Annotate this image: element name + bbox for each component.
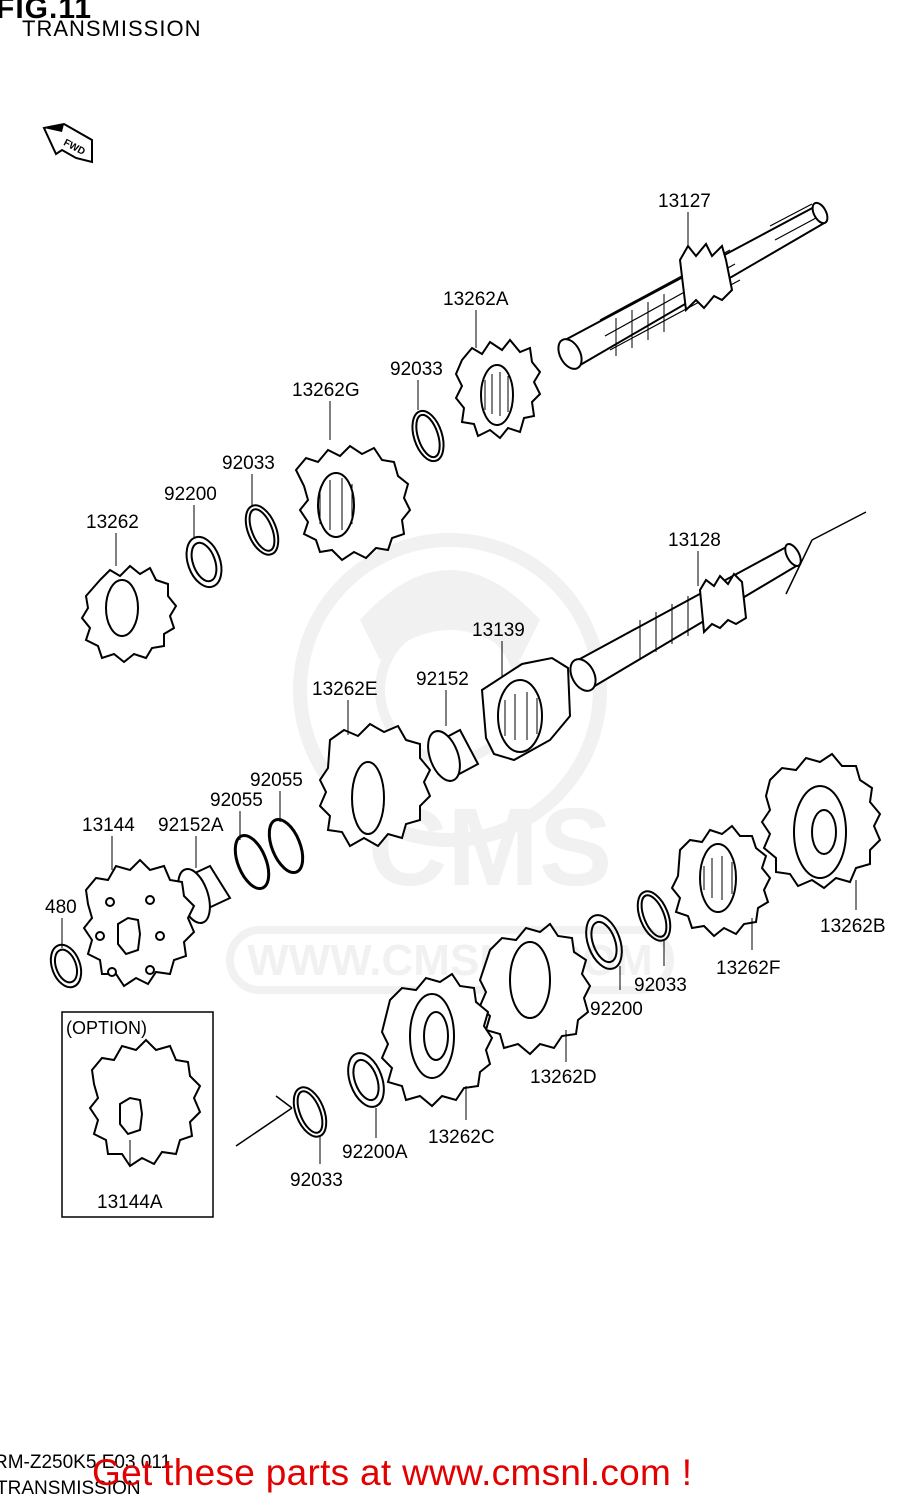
label-13139: 13139	[472, 620, 525, 641]
drive-shaft-13128	[569, 511, 867, 692]
label-13262A: 13262A	[443, 289, 509, 310]
option-label: (OPTION)	[66, 1018, 147, 1038]
label-13262F: 13262F	[716, 958, 780, 979]
gear-13262A	[454, 338, 542, 440]
part-labels: 13127 13262A 92033 13262G 92033 92200 13…	[45, 191, 886, 1191]
label-92152A: 92152A	[158, 815, 224, 836]
bushing-92152	[427, 728, 480, 782]
circlip-92033-b	[244, 504, 280, 556]
label-13144: 13144	[82, 815, 135, 836]
main-shaft-13127	[557, 201, 829, 370]
washer-92200	[185, 535, 223, 589]
diagram-code: RM-Z250K5 E03 011	[0, 1452, 172, 1473]
figure-number: FIG.11	[0, 0, 93, 25]
o-ring-92055-b	[267, 818, 305, 874]
gear-13139	[480, 656, 572, 762]
option-part-label: 13144A	[97, 1192, 163, 1213]
label-92200-b: 92200	[590, 999, 643, 1020]
label-92033-d: 92033	[290, 1170, 343, 1191]
label-13128: 13128	[668, 530, 721, 551]
gear-13262C	[380, 972, 494, 1108]
label-92033-b: 92033	[222, 453, 275, 474]
fwd-arrow-icon: FWD	[42, 122, 93, 164]
figure-subtitle: TRANSMISSION	[22, 16, 202, 41]
gear-13262E	[318, 722, 432, 848]
label-92200: 92200	[164, 484, 217, 505]
sprocket-13144A	[88, 1038, 202, 1168]
label-13262B: 13262B	[820, 916, 886, 937]
washer-92200A	[347, 1052, 385, 1108]
gear-13262D	[478, 922, 592, 1056]
circlip-92033-d	[235, 1086, 328, 1147]
o-ring-92055-a	[233, 834, 271, 890]
label-92152: 92152	[416, 669, 469, 690]
label-92033-c: 92033	[634, 975, 687, 996]
label-92200A: 92200A	[342, 1142, 408, 1163]
option-box: (OPTION) 13144A	[61, 1011, 214, 1218]
washer-92200-b	[585, 914, 623, 970]
circlip-480	[49, 943, 83, 989]
label-13262G: 13262G	[292, 380, 360, 401]
gear-13262B	[760, 752, 882, 890]
label-92055-a: 92055	[210, 790, 263, 811]
label-13127: 13127	[658, 191, 711, 212]
label-13262C: 13262C	[428, 1127, 495, 1148]
label-13262D: 13262D	[530, 1067, 597, 1088]
label-92033-a: 92033	[390, 359, 443, 380]
footer-subtitle: TRANSMISSION	[0, 1478, 141, 1499]
gear-13262	[80, 564, 178, 664]
label-13262E: 13262E	[312, 679, 378, 700]
gear-13262F	[670, 824, 772, 938]
sprocket-13144	[82, 858, 196, 988]
circlip-92033-a	[411, 409, 445, 463]
label-13262: 13262	[86, 512, 139, 533]
label-92055-b: 92055	[250, 770, 303, 791]
parts-shop-link[interactable]: Get these parts at www.cmsnl.com !	[92, 1452, 693, 1493]
label-480: 480	[45, 897, 77, 918]
gear-13262G	[294, 444, 412, 562]
